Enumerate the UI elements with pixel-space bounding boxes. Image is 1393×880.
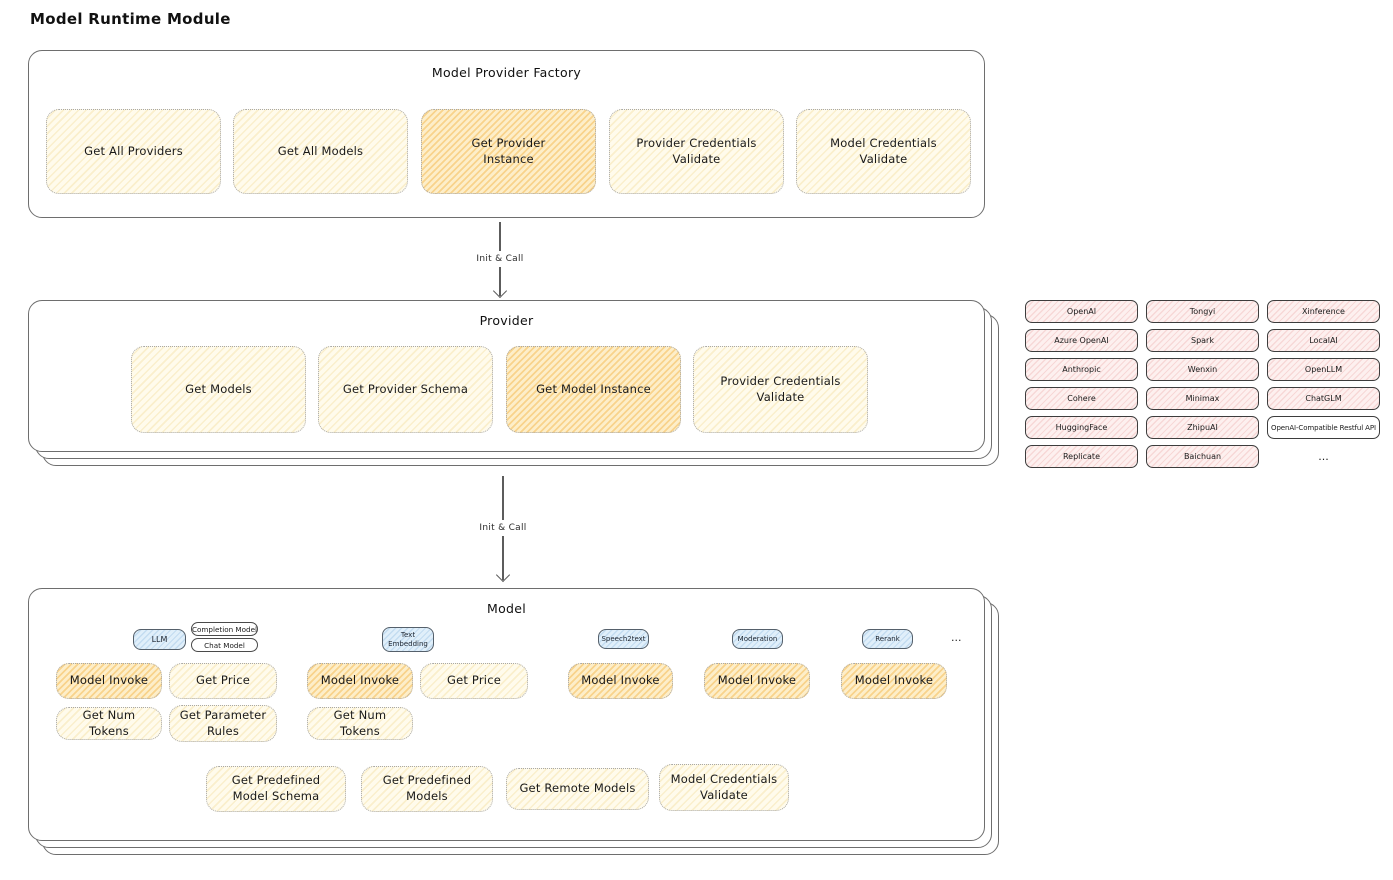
box-label: Get Num Tokens bbox=[82, 707, 136, 738]
box-get-parameter-rules: Get Parameter Rules bbox=[169, 705, 277, 742]
arrow-label: Init & Call bbox=[479, 523, 527, 533]
tag-text-embedding: Text Embedding bbox=[382, 627, 434, 652]
box-model-credentials-validate: Model Credentials Validate bbox=[796, 109, 971, 194]
provider-cell-cohere: Cohere bbox=[1025, 387, 1138, 410]
box-model-invoke-text-embedding: Model Invoke bbox=[307, 663, 413, 699]
arrowhead-down-icon bbox=[492, 283, 508, 299]
box-label: Get Num Tokens bbox=[333, 707, 387, 738]
box-label: Model Credentials Validate bbox=[670, 771, 778, 802]
box-label: Get Models bbox=[185, 381, 252, 396]
box-label: Get Provider Schema bbox=[342, 381, 469, 396]
box-get-provider-schema: Get Provider Schema bbox=[318, 346, 493, 433]
box-label: Model Invoke bbox=[69, 673, 149, 688]
provider-cell-zhipuai: ZhipuAI bbox=[1146, 416, 1259, 439]
box-label: Get Price bbox=[446, 673, 501, 688]
box-model-invoke-llm: Model Invoke bbox=[56, 663, 162, 699]
tag-speech2text: Speech2text bbox=[598, 629, 649, 649]
model-panel: Model LLM Completion Model Chat Model Te… bbox=[28, 588, 985, 841]
box-label: Get Provider Instance bbox=[471, 135, 546, 166]
box-label: Get Remote Models bbox=[519, 781, 636, 796]
provider-cell-xinference: Xinference bbox=[1267, 300, 1380, 323]
provider-cell-openai-compatible: OpenAI-Compatible Restful API bbox=[1267, 416, 1380, 439]
arrow-label: Init & Call bbox=[476, 254, 524, 264]
arrow-factory-to-provider: Init & Call bbox=[465, 222, 535, 299]
box-get-model-instance: Get Model Instance bbox=[506, 346, 681, 433]
box-label: Model Credentials Validate bbox=[830, 135, 937, 166]
box-model-invoke-rerank: Model Invoke bbox=[841, 663, 947, 699]
box-get-provider-instance: Get Provider Instance bbox=[421, 109, 596, 194]
box-label: Model Invoke bbox=[717, 673, 797, 688]
box-provider-credentials-validate-2: Provider Credentials Validate bbox=[693, 346, 868, 433]
box-label: Provider Credentials Validate bbox=[720, 373, 841, 404]
box-get-price-llm: Get Price bbox=[169, 663, 277, 699]
arrow-line bbox=[502, 536, 504, 580]
tag-llm: LLM bbox=[133, 629, 186, 650]
tag-rerank: Rerank bbox=[862, 629, 913, 649]
box-get-predefined-model-schema: Get Predefined Model Schema bbox=[206, 766, 346, 812]
box-label: Model Invoke bbox=[581, 673, 660, 688]
box-label: Model Invoke bbox=[320, 673, 400, 688]
provider-cell-replicate: Replicate bbox=[1025, 445, 1138, 468]
provider-panel: Provider Get Models Get Provider Schema … bbox=[28, 300, 985, 452]
box-label: Model Invoke bbox=[854, 673, 934, 688]
tag-moderation: Moderation bbox=[732, 629, 783, 649]
provider-cell-azure-openai: Azure OpenAI bbox=[1025, 329, 1138, 352]
tag-completion-model: Completion Model bbox=[191, 622, 258, 636]
box-label: Get Predefined Model Schema bbox=[231, 773, 321, 803]
provider-cell-localai: LocalAI bbox=[1267, 329, 1380, 352]
box-label: Get Predefined Models bbox=[382, 773, 472, 803]
provider-cell-chatglm: ChatGLM bbox=[1267, 387, 1380, 410]
provider-cell-openai: OpenAI bbox=[1025, 300, 1138, 323]
arrow-provider-to-model: Init & Call bbox=[468, 476, 538, 583]
model-panel-title: Model bbox=[486, 601, 527, 616]
arrow-line bbox=[499, 222, 501, 251]
factory-panel-title: Model Provider Factory bbox=[431, 65, 582, 80]
provider-cell-anthropic: Anthropic bbox=[1025, 358, 1138, 381]
box-label: Get All Providers bbox=[84, 143, 183, 158]
factory-panel: Model Provider Factory Get All Providers… bbox=[28, 50, 985, 218]
box-label: Get All Models bbox=[277, 143, 364, 158]
box-label: Get Model Instance bbox=[536, 381, 651, 396]
box-label: Provider Credentials Validate bbox=[636, 135, 757, 166]
box-model-invoke-moderation: Model Invoke bbox=[704, 663, 810, 699]
page-title: Model Runtime Module bbox=[30, 10, 231, 28]
provider-cell-wenxin: Wenxin bbox=[1146, 358, 1259, 381]
provider-cell-tongyi: Tongyi bbox=[1146, 300, 1259, 323]
box-provider-credentials-validate: Provider Credentials Validate bbox=[609, 109, 784, 194]
arrow-line bbox=[499, 267, 501, 296]
box-get-all-providers: Get All Providers bbox=[46, 109, 221, 194]
box-get-models: Get Models bbox=[131, 346, 306, 433]
provider-panel-title: Provider bbox=[479, 313, 534, 328]
provider-cell-openllm: OpenLLM bbox=[1267, 358, 1380, 381]
provider-cell-more: ... bbox=[1318, 450, 1329, 463]
box-get-num-tokens-llm: Get Num Tokens bbox=[56, 707, 162, 740]
box-model-credentials-validate-2: Model Credentials Validate bbox=[659, 764, 789, 811]
tag-chat-model: Chat Model bbox=[191, 638, 258, 652]
provider-cell-huggingface: HuggingFace bbox=[1025, 416, 1138, 439]
arrow-line bbox=[502, 476, 504, 520]
box-label: Get Price bbox=[195, 673, 250, 688]
provider-cell-spark: Spark bbox=[1146, 329, 1259, 352]
box-get-price-text-embedding: Get Price bbox=[420, 663, 528, 699]
provider-cell-baichuan: Baichuan bbox=[1146, 445, 1259, 468]
arrowhead-down-icon bbox=[495, 567, 511, 583]
box-get-all-models: Get All Models bbox=[233, 109, 408, 194]
box-model-invoke-speech2text: Model Invoke bbox=[568, 663, 673, 699]
tags-more-ellipsis: ... bbox=[951, 631, 962, 644]
box-get-predefined-models: Get Predefined Models bbox=[361, 766, 493, 812]
provider-list-grid: OpenAI Azure OpenAI Anthropic Cohere Hug… bbox=[1025, 300, 1380, 468]
box-label: Get Parameter Rules bbox=[179, 707, 267, 738]
box-get-num-tokens-text-embedding: Get Num Tokens bbox=[307, 707, 413, 740]
box-get-remote-models: Get Remote Models bbox=[506, 768, 649, 810]
provider-cell-minimax: Minimax bbox=[1146, 387, 1259, 410]
